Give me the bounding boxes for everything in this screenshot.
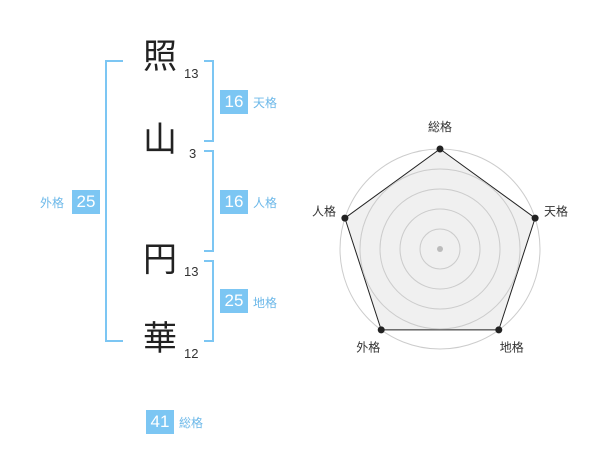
stroke-count-1: 13 [184, 66, 199, 81]
radar-point-1 [436, 145, 444, 153]
radar-point-5 [341, 214, 349, 222]
gaikaku-label: 外格 [40, 196, 65, 210]
tenkaku-value: 16 [220, 90, 248, 114]
radar-point-2 [531, 214, 539, 222]
gaikaku-bracket [105, 60, 123, 342]
stroke-count-4: 12 [184, 346, 199, 361]
radar-axis-label-3: 地格 [500, 340, 524, 355]
tenkaku-label: 天格 [253, 96, 278, 110]
name-char-3: 円 [143, 240, 177, 280]
radar-point-4 [377, 326, 385, 334]
radar-inner-ring-3 [379, 188, 501, 310]
tenkaku-bracket [204, 60, 214, 142]
radar-axis-label-2: 天格 [544, 203, 568, 218]
radar-inner-ring-1 [419, 228, 461, 270]
jinkaku-bracket [204, 150, 214, 252]
chikaku-bracket [204, 260, 214, 342]
radar-axis-label-4: 外格 [356, 340, 380, 355]
name-char-1: 照 [143, 37, 177, 77]
jinkaku-value: 16 [220, 190, 248, 214]
soukaku-label: 総格 [179, 416, 204, 430]
jinkaku-label: 人格 [253, 196, 278, 210]
chikaku-value: 25 [220, 289, 248, 313]
radar-inner-ring-2 [399, 208, 481, 290]
radar-series-polygon [344, 148, 536, 331]
name-char-2: 山 [143, 120, 177, 160]
stroke-count-3: 13 [184, 264, 199, 279]
radar-center-dot [437, 246, 443, 252]
gaikaku-value: 25 [72, 190, 100, 214]
radar-axis-label-1: 総格 [428, 119, 452, 134]
radar-inner-ring-4 [359, 168, 521, 330]
radar-point-3 [495, 326, 503, 334]
stroke-count-2: 3 [189, 146, 197, 161]
name-char-4: 華 [143, 319, 177, 359]
soukaku-value: 41 [146, 410, 174, 434]
radar-axis-label-5: 人格 [312, 203, 336, 218]
chikaku-label: 地格 [253, 296, 278, 310]
